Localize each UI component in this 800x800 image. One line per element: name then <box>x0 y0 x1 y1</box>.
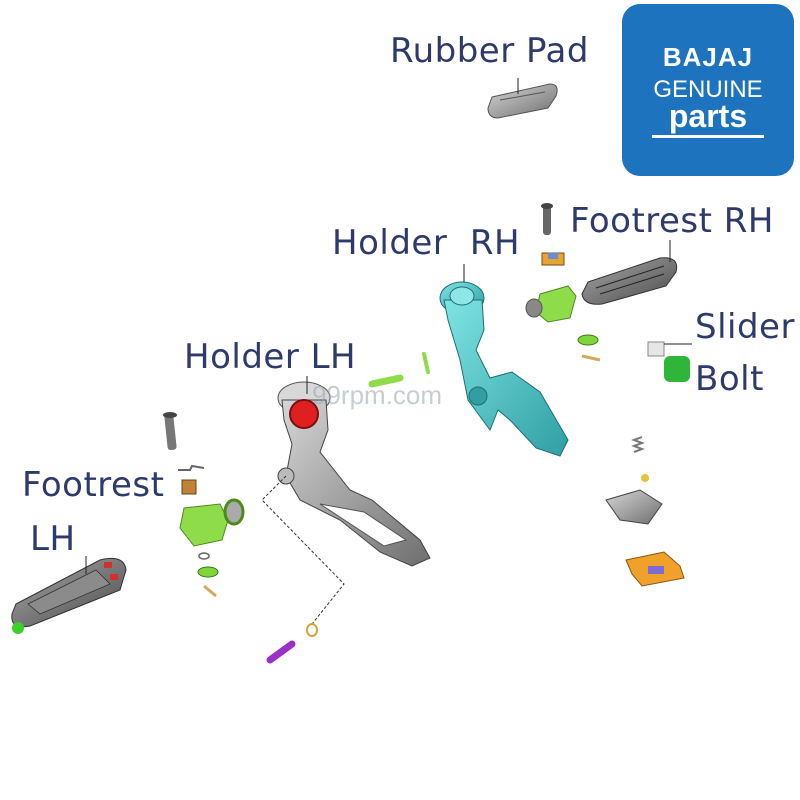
footrest-lh-bracket-part <box>179 498 245 547</box>
label-footrest-rh: Footrest RH <box>570 201 774 241</box>
green-rod-part <box>422 352 430 374</box>
footrest-lh-bolt-part <box>163 412 177 451</box>
plate-part <box>605 489 663 525</box>
green-pin-part <box>368 374 404 388</box>
orange-bracket-part <box>625 551 685 587</box>
logo-line1: GENUINE <box>653 76 763 103</box>
footrest-lh-spring-part <box>178 464 205 471</box>
spring-part <box>631 436 645 453</box>
footrest-rh-part <box>581 257 678 305</box>
lh-small-ring-part <box>198 552 210 560</box>
holder-lh-dashed-link <box>261 475 345 625</box>
rh-pin-part <box>581 354 601 362</box>
label-footrest-lh-line2: LH <box>30 519 76 559</box>
lh-pin-part <box>203 584 217 598</box>
label-holder-lh: Holder LH <box>184 337 357 377</box>
label-bolt: Bolt <box>695 359 764 399</box>
logo-line2: parts <box>668 98 748 134</box>
watermark: 99rpm.com <box>312 380 443 410</box>
logo-brand: BAJAJ <box>662 42 754 72</box>
label-footrest-lh-line1: Footrest <box>22 465 165 505</box>
purple-bolt-part <box>266 640 296 664</box>
ball-part <box>641 474 649 482</box>
holder-rh-part <box>439 281 569 457</box>
slider-part <box>647 341 690 382</box>
label-rubber-pad: Rubber Pad <box>390 31 589 71</box>
rh-washer-part <box>577 334 599 346</box>
holder-lh-part <box>277 381 431 567</box>
rubber-pad-part <box>487 83 558 119</box>
footrest-lh-clip-part <box>181 479 197 495</box>
lh-washer-part <box>197 566 219 578</box>
footrest-rh-clip-part <box>541 252 565 266</box>
footrest-lh-part <box>11 557 127 634</box>
gold-washer-part <box>306 623 318 637</box>
bajaj-genuine-parts-logo: BAJAJ GENUINE parts <box>622 4 794 176</box>
label-slider: Slider <box>695 307 795 347</box>
footrest-rh-bracket-part <box>525 285 577 323</box>
logo-underline <box>652 135 764 138</box>
footrest-rh-bolt-part <box>541 203 553 235</box>
label-holder-rh: Holder RH <box>332 223 521 263</box>
